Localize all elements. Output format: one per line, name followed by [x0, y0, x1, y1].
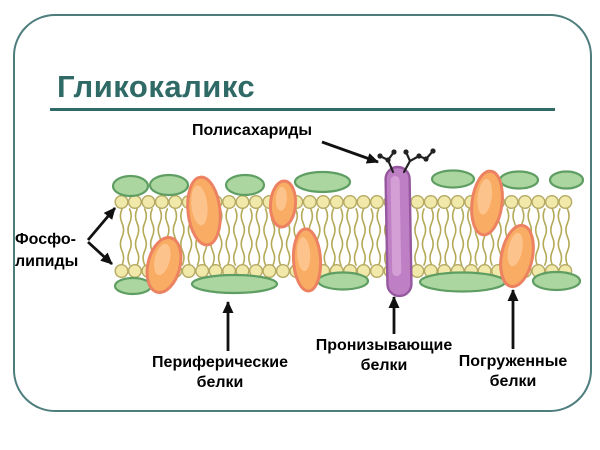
transmembrane-protein-purple — [384, 165, 413, 298]
label-embedded-proteins: Погруженные белки — [459, 352, 568, 392]
slide-frame-border — [13, 14, 592, 412]
label-embedded-line1: Погруженные — [458, 353, 568, 370]
label-transmembrane-line1: Пронизывающие — [315, 337, 453, 354]
label-phospholipids: Фосфо- липиды — [15, 229, 78, 273]
annotation-arrows — [86, 140, 519, 351]
arrow-phospholipids-bottom — [87, 240, 113, 266]
label-phospholipids-line2: липиды — [15, 253, 79, 270]
arrow-phospholipids-top — [86, 207, 117, 241]
label-transmembrane-line2: белки — [360, 357, 408, 374]
label-peripheral-proteins: Периферические белки — [152, 353, 288, 393]
label-phospholipids-line1: Фосфо- — [15, 231, 77, 248]
page-title: Гликокаликс — [57, 69, 256, 104]
embedded-proteins-orange — [145, 169, 535, 294]
peripheral-proteins-bottom-row — [113, 270, 582, 296]
label-embedded-line2: белки — [489, 373, 537, 390]
peripheral-proteins-top-row — [111, 169, 585, 198]
label-transmembrane-proteins: Пронизывающие белки — [316, 336, 453, 376]
label-peripheral-line1: Периферические — [152, 354, 288, 371]
label-peripheral-line2: белки — [196, 374, 244, 391]
polysaccharide-chains — [377, 148, 436, 174]
title-underline — [50, 108, 555, 111]
label-polysaccharides: Полисахариды — [191, 122, 313, 139]
arrow-polysaccharides — [321, 140, 379, 164]
